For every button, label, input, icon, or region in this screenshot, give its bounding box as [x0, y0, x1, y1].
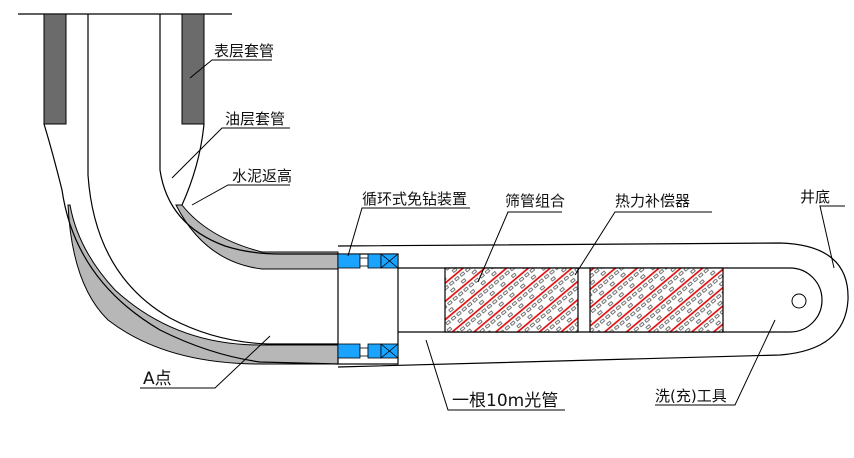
- label-well-bottom: 井底: [800, 188, 830, 206]
- leader-lines: [140, 59, 845, 411]
- label-point-a: A点: [143, 369, 172, 389]
- label-cement-return: 水泥返高: [232, 167, 292, 185]
- label-circulation-device: 循环式免钻装置: [362, 190, 467, 208]
- surface-casing-left: [43, 13, 67, 125]
- label-surface-casing: 表层套管: [214, 42, 274, 60]
- hole-wall-inner: [181, 123, 205, 206]
- label-thermal-compensator: 热力补偿器: [615, 192, 690, 210]
- circulation-device: [337, 253, 399, 359]
- surface-casing-right: [181, 13, 205, 125]
- label-wash-tool: 洗(充)工具: [655, 387, 727, 405]
- oil-casing-outer: [87, 14, 338, 345]
- label-oil-casing: 油层套管: [225, 110, 285, 128]
- thermal-compensator-block: [589, 267, 724, 333]
- open-hole: [337, 242, 849, 368]
- label-screen-assembly: 筛管组合: [505, 192, 565, 210]
- hole-wall-outer: [43, 123, 339, 365]
- label-plain-pipe: 一根10m光管: [452, 391, 558, 411]
- wash-tool-nozzle: [791, 293, 807, 309]
- screen-assembly-block: [444, 267, 579, 333]
- tubing-string: [398, 267, 823, 333]
- cement-outer: [67, 204, 339, 365]
- oil-casing-inner: [159, 14, 338, 255]
- cement-inner: [175, 204, 339, 270]
